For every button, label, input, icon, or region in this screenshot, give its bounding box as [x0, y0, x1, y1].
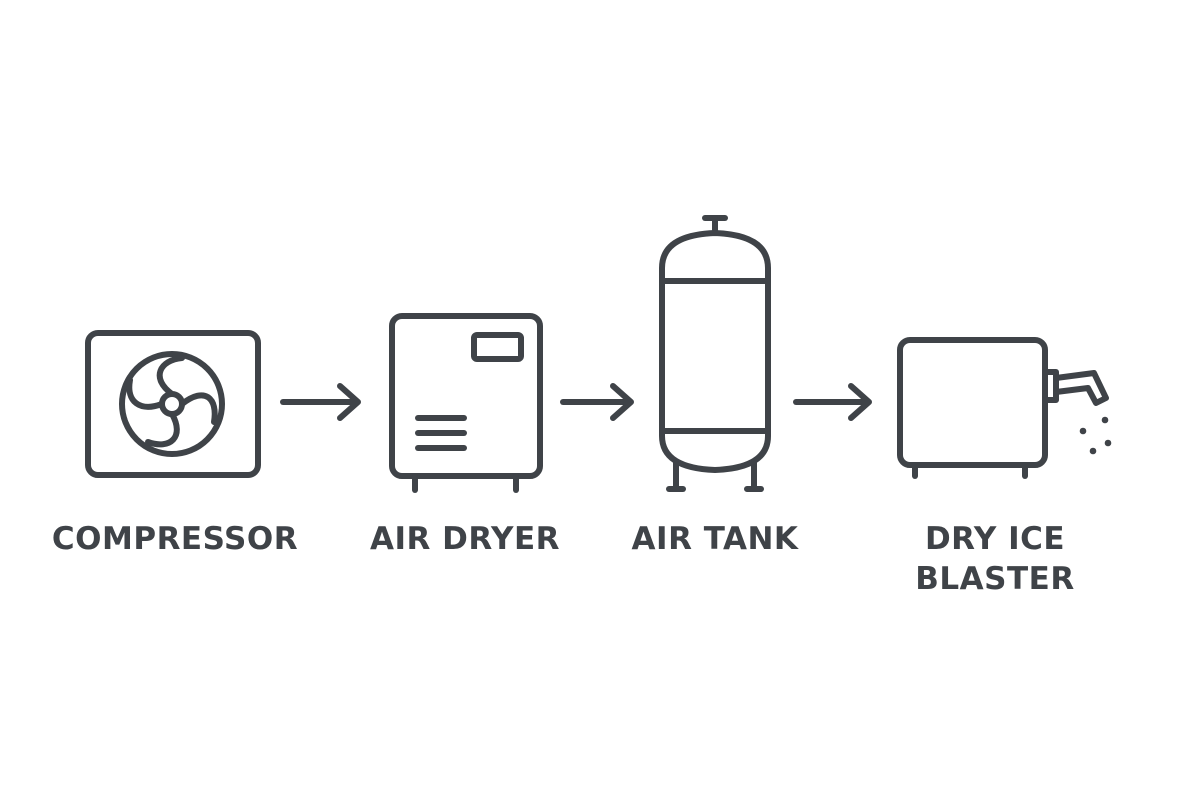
step-label-dry-ice-blaster: DRY ICE BLASTER: [880, 519, 1110, 599]
arrow-right-icon: [793, 383, 872, 421]
arrow-right-icon: [280, 383, 361, 421]
air-tank-icon: [659, 215, 771, 492]
step-label-line: BLASTER: [915, 561, 1075, 597]
dry-ice-blaster-icon: [897, 337, 1112, 479]
step-label-compressor: COMPRESSOR: [51, 521, 299, 557]
air-dryer-icon: [389, 313, 543, 493]
arrow-right-icon: [560, 383, 634, 421]
step-label-air-tank: AIR TANK: [631, 521, 799, 557]
compressor-fan-icon: [85, 330, 261, 478]
step-label-line: DRY ICE: [924, 521, 1066, 557]
step-label-air-dryer: AIR DRYER: [369, 521, 561, 557]
